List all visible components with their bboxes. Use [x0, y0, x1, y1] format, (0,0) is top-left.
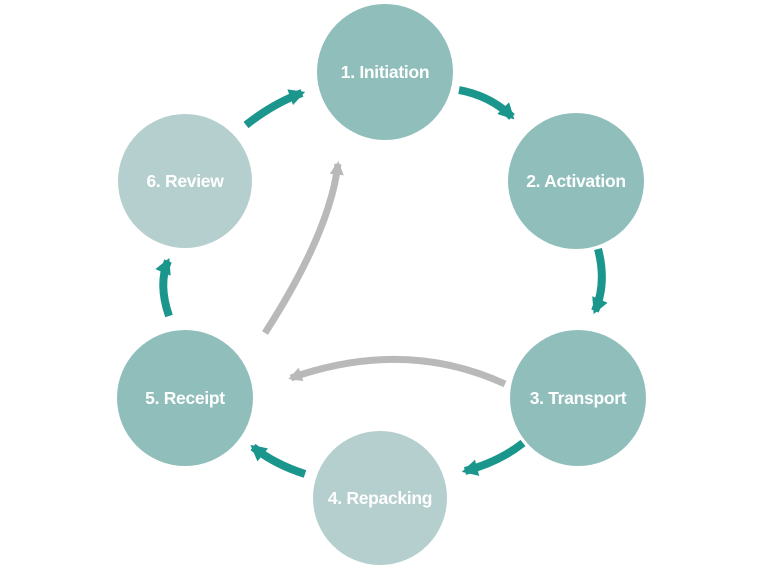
stage-receipt: 5. Receipt	[117, 330, 253, 466]
stage-label-transport: 3. Transport	[530, 388, 627, 408]
stage-circle-repacking	[313, 431, 447, 565]
stage-label-repacking: 4. Repacking	[328, 488, 432, 508]
stage-label-review: 6. Review	[146, 171, 224, 191]
flow-arrow-transport-to-repacking	[461, 439, 526, 476]
return-arrow-center-to-initiation	[262, 161, 344, 335]
stage-circle-transport	[510, 330, 646, 466]
flow-arrow-repacking-to-receipt	[250, 443, 307, 478]
flow-arrow-activation-to-transport	[591, 247, 608, 315]
stage-circle-receipt	[117, 330, 253, 466]
stage-activation: 2. Activation	[508, 113, 644, 249]
flow-arrow-initiation-to-activation	[458, 86, 515, 120]
stage-circle-activation	[508, 113, 644, 249]
stage-transport: 3. Transport	[510, 330, 646, 466]
stage-circle-initiation	[317, 4, 453, 140]
stage-circle-review	[118, 114, 252, 248]
stage-label-activation: 2. Activation	[526, 171, 626, 191]
stage-repacking: 4. Repacking	[313, 431, 447, 565]
stage-label-initiation: 1. Initiation	[341, 62, 429, 82]
stage-initiation: 1. Initiation	[317, 4, 453, 140]
stage-review: 6. Review	[118, 114, 252, 248]
return-arrow-transport-to-receipt	[288, 355, 507, 388]
stage-label-receipt: 5. Receipt	[145, 388, 225, 408]
flow-arrow-receipt-to-review	[155, 257, 173, 318]
flow-arrow-review-to-initiation	[243, 89, 306, 129]
